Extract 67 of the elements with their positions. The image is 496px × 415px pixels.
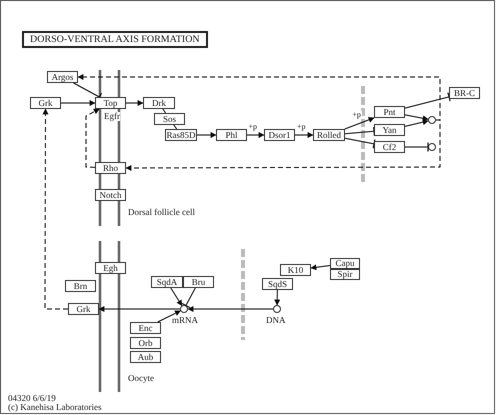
gene-box: Top xyxy=(95,97,126,109)
gene-box: Bru xyxy=(183,276,214,288)
gene-box: Drk xyxy=(143,97,175,109)
arrow xyxy=(60,100,96,106)
node-caption: Egfr xyxy=(104,112,120,121)
gene-box: Notch xyxy=(95,189,126,201)
arrow xyxy=(126,100,144,106)
gene-box: Dsor1 xyxy=(264,129,295,141)
circle-node xyxy=(273,305,281,313)
gene-box: K10 xyxy=(280,264,311,276)
arrow xyxy=(187,306,274,312)
dashed-arrow xyxy=(86,108,100,168)
edge-label: +p xyxy=(296,123,307,131)
node-caption: DNA xyxy=(266,316,286,325)
inhibition-line xyxy=(344,138,376,149)
arrow xyxy=(344,117,375,130)
gene-box: Argos xyxy=(47,71,78,83)
gene-box: Rolled xyxy=(313,129,345,141)
gene-box: Phl xyxy=(216,129,247,141)
dashed-arrow xyxy=(77,74,440,120)
arrow xyxy=(98,306,180,312)
gene-box: Grk xyxy=(68,303,99,315)
inhibition-line xyxy=(344,126,375,136)
diagram-title: DORSO-VENTRAL AXIS FORMATION xyxy=(22,31,208,48)
gene-box: Grk xyxy=(30,97,61,109)
inhibition-line xyxy=(404,92,451,109)
connector-line xyxy=(173,124,178,130)
circle-node xyxy=(428,143,436,151)
circle-node xyxy=(180,305,188,313)
arrow xyxy=(274,290,280,306)
region-label: Dorsal follicle cell xyxy=(128,208,195,217)
arrow xyxy=(404,119,429,127)
gene-box: Brn xyxy=(65,280,96,292)
gene-box: SqdA xyxy=(151,276,183,288)
gene-box: Cf2 xyxy=(374,141,405,153)
arrow xyxy=(157,310,181,322)
gene-box: BR-C xyxy=(449,87,480,99)
gene-box: SqdS xyxy=(262,278,293,290)
arrow xyxy=(196,132,217,138)
inhibition-line xyxy=(404,142,429,152)
gene-box: Orb xyxy=(130,337,161,349)
arrow xyxy=(246,132,265,138)
region-label: Oocyte xyxy=(128,374,154,383)
circle-node xyxy=(428,116,436,124)
edge-label: +p xyxy=(351,111,362,120)
gene-box: Aub xyxy=(130,351,161,363)
connector-line xyxy=(162,108,166,114)
inhibition-line xyxy=(181,288,196,308)
gene-box: Yan xyxy=(374,124,405,136)
gene-box: Egh xyxy=(95,262,126,274)
gene-box: Sos xyxy=(154,113,185,125)
footer-note: (c) Kanehisa Laboratories xyxy=(8,403,102,412)
arrow xyxy=(170,288,182,306)
gene-box: Spir xyxy=(330,269,360,280)
node-caption: mRNA xyxy=(172,316,198,325)
gene-box: Enc xyxy=(130,322,161,334)
arrow xyxy=(294,132,314,138)
dashed-arrow xyxy=(125,120,440,171)
arrow xyxy=(404,114,429,122)
edge-label: +p xyxy=(248,123,258,131)
gene-box: Ras85D xyxy=(165,129,197,141)
gene-box: Rho xyxy=(95,162,126,174)
gene-box: Pnt xyxy=(374,106,405,118)
arrow xyxy=(310,264,330,270)
gene-box: Capu xyxy=(330,258,360,269)
dashed-arrow xyxy=(42,108,68,310)
footer-note: 04320 6/6/19 xyxy=(8,394,56,403)
